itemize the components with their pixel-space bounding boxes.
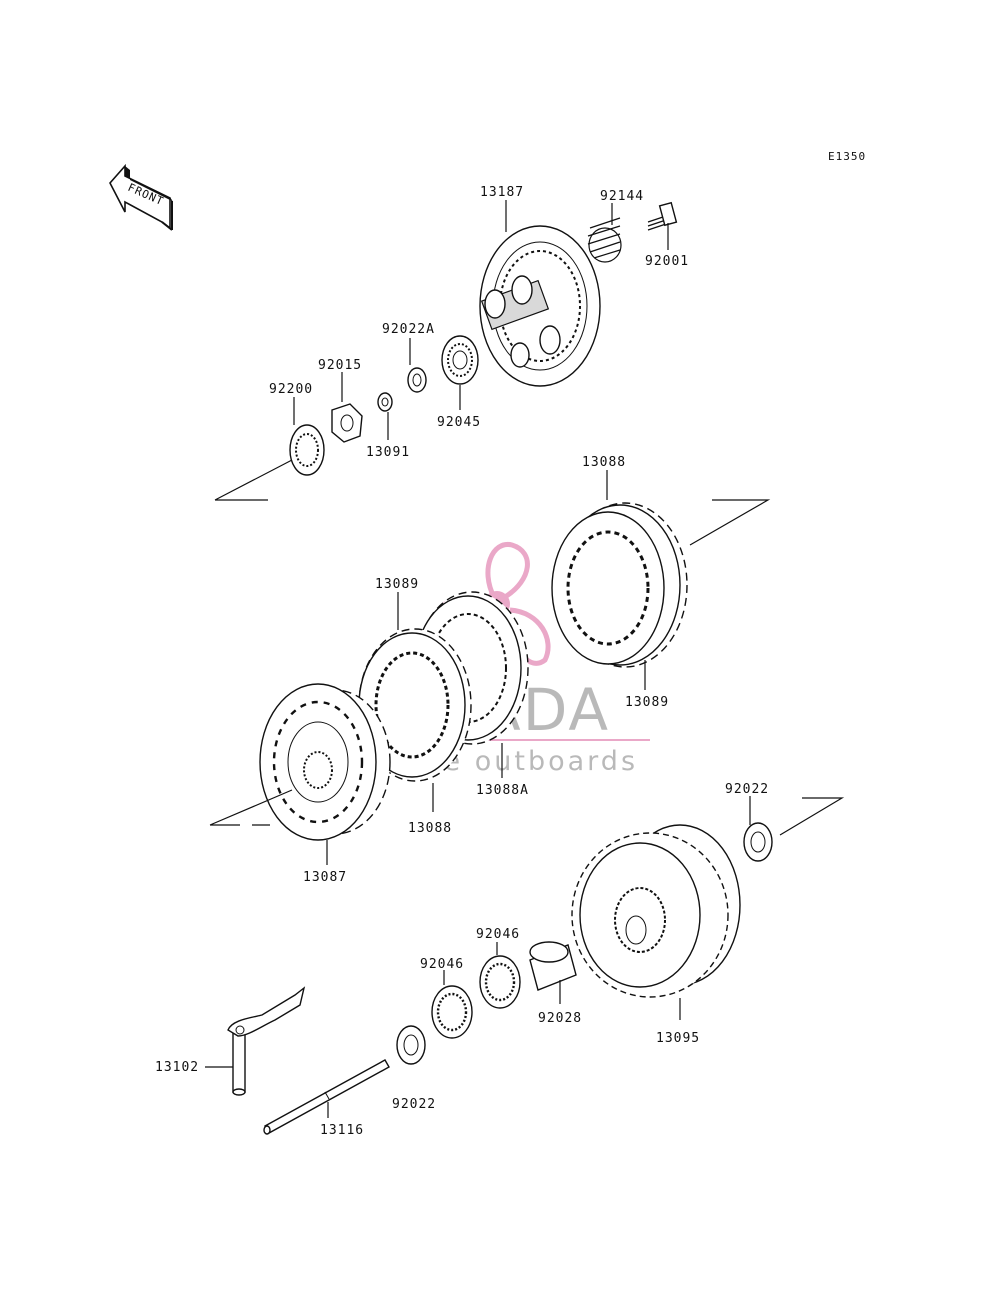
label-13102: 13102 bbox=[155, 1060, 199, 1075]
clutch-housing-13095 bbox=[571, 824, 741, 998]
sleeve-92028 bbox=[529, 941, 577, 991]
washer-92022-right bbox=[743, 822, 773, 862]
label-13089-right: 13089 bbox=[625, 695, 669, 710]
push-rod-13116 bbox=[263, 1059, 390, 1135]
label-92022-right: 92022 bbox=[725, 782, 769, 797]
label-92200: 92200 bbox=[269, 382, 313, 397]
needle-bearing-92046-upper bbox=[479, 955, 521, 1009]
label-13088-bottom: 13088 bbox=[408, 821, 452, 836]
label-92022A: 92022A bbox=[382, 322, 435, 337]
label-92022-bottom: 92022 bbox=[392, 1097, 436, 1112]
bearing-92045 bbox=[441, 335, 479, 385]
label-13087: 13087 bbox=[303, 870, 347, 885]
spring-92144 bbox=[587, 217, 622, 263]
clutch-hub-13087 bbox=[259, 683, 391, 841]
front-arrow-icon: FRONT bbox=[109, 163, 173, 231]
washer-92022-bottom bbox=[396, 1025, 426, 1065]
label-92001: 92001 bbox=[645, 254, 689, 269]
label-92045: 92045 bbox=[437, 415, 481, 430]
label-13116: 13116 bbox=[320, 1123, 364, 1138]
pressure-plate-13187 bbox=[479, 225, 601, 387]
label-13095: 13095 bbox=[656, 1031, 700, 1046]
steel-plate-13089-right bbox=[551, 511, 665, 665]
release-lever-13102 bbox=[227, 986, 306, 1096]
diagram-code: E1350 bbox=[828, 150, 866, 163]
collar-13091 bbox=[377, 392, 393, 412]
label-92144: 92144 bbox=[600, 189, 644, 204]
needle-bearing-92046-lower bbox=[431, 985, 473, 1039]
label-13089-left: 13089 bbox=[375, 577, 419, 592]
label-92046-lower: 92046 bbox=[420, 957, 464, 972]
label-13088-top: 13088 bbox=[582, 455, 626, 470]
label-92015: 92015 bbox=[318, 358, 362, 373]
bolt-92001 bbox=[647, 201, 678, 231]
label-92046-upper: 92046 bbox=[476, 927, 520, 942]
splined-washer-92200 bbox=[289, 424, 325, 476]
label-13091: 13091 bbox=[366, 445, 410, 460]
nut-92015 bbox=[331, 403, 363, 443]
label-13088A: 13088A bbox=[476, 783, 529, 798]
label-92028: 92028 bbox=[538, 1011, 582, 1026]
label-13187: 13187 bbox=[480, 185, 524, 200]
